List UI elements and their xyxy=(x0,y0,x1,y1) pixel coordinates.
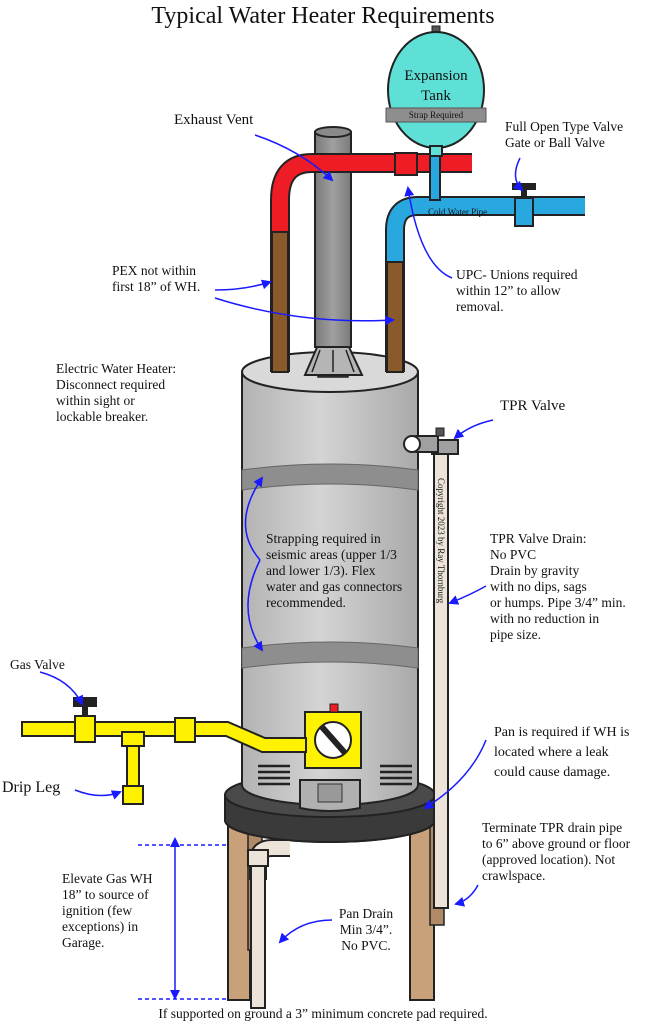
hot-water-pipe xyxy=(270,152,472,373)
gas-valve-label: Gas Valve xyxy=(10,657,65,672)
tpr-valve-label: TPR Valve xyxy=(500,398,566,414)
drain-pan xyxy=(224,772,436,843)
full-open-valve-label: Full Open Type Valve Gate or Ball Valve xyxy=(505,119,624,150)
gas-control xyxy=(304,703,362,769)
cold-water-pipe-label: Cold Water Pipe xyxy=(428,207,488,217)
callout-arrows xyxy=(39,134,524,1000)
electric-wh-label: Electric Water Heater: Disconnect requir… xyxy=(56,361,177,424)
ground-pad-label: If supported on ground a 3” minimum conc… xyxy=(158,1006,488,1021)
pex-label: PEX not within first 18” of WH. xyxy=(112,263,201,294)
copyright-label: Copyright 2023 by Ray Thornburg xyxy=(436,478,446,604)
expansion-tank xyxy=(385,25,487,157)
draft-hood xyxy=(303,344,364,378)
pan-required-label: Pan is required if WH is located where a… xyxy=(494,725,630,780)
tpr-drain-label: TPR Valve Drain: No PVC Drain by gravity… xyxy=(490,531,626,642)
pan-drain-pipe xyxy=(247,839,290,1009)
upc-unions-label: UPC- Unions required within 12” to allow… xyxy=(456,267,578,314)
tank-body xyxy=(241,351,419,812)
diagram-title: Typical Water Heater Requirements xyxy=(151,3,495,29)
strap-required-label: Strap Required xyxy=(408,110,464,120)
pan-drain-label: Pan Drain Min 3/4”. No PVC. xyxy=(338,906,394,953)
drip-leg-label: Drip Leg xyxy=(2,779,61,796)
cold-water-pipe xyxy=(385,149,585,373)
expansion-tank-label: Expansion Tank xyxy=(404,68,468,104)
strapping-label: Strapping required in seismic areas (upp… xyxy=(266,531,403,610)
gas-line xyxy=(21,697,307,805)
exhaust-vent-label: Exhaust Vent xyxy=(174,112,254,128)
terminate-tpr-label: Terminate TPR drain pipe to 6” above gro… xyxy=(482,820,631,883)
height-reference-lines xyxy=(138,844,228,1000)
elevate-gas-label: Elevate Gas WH 18” to source of ignition… xyxy=(62,871,153,950)
